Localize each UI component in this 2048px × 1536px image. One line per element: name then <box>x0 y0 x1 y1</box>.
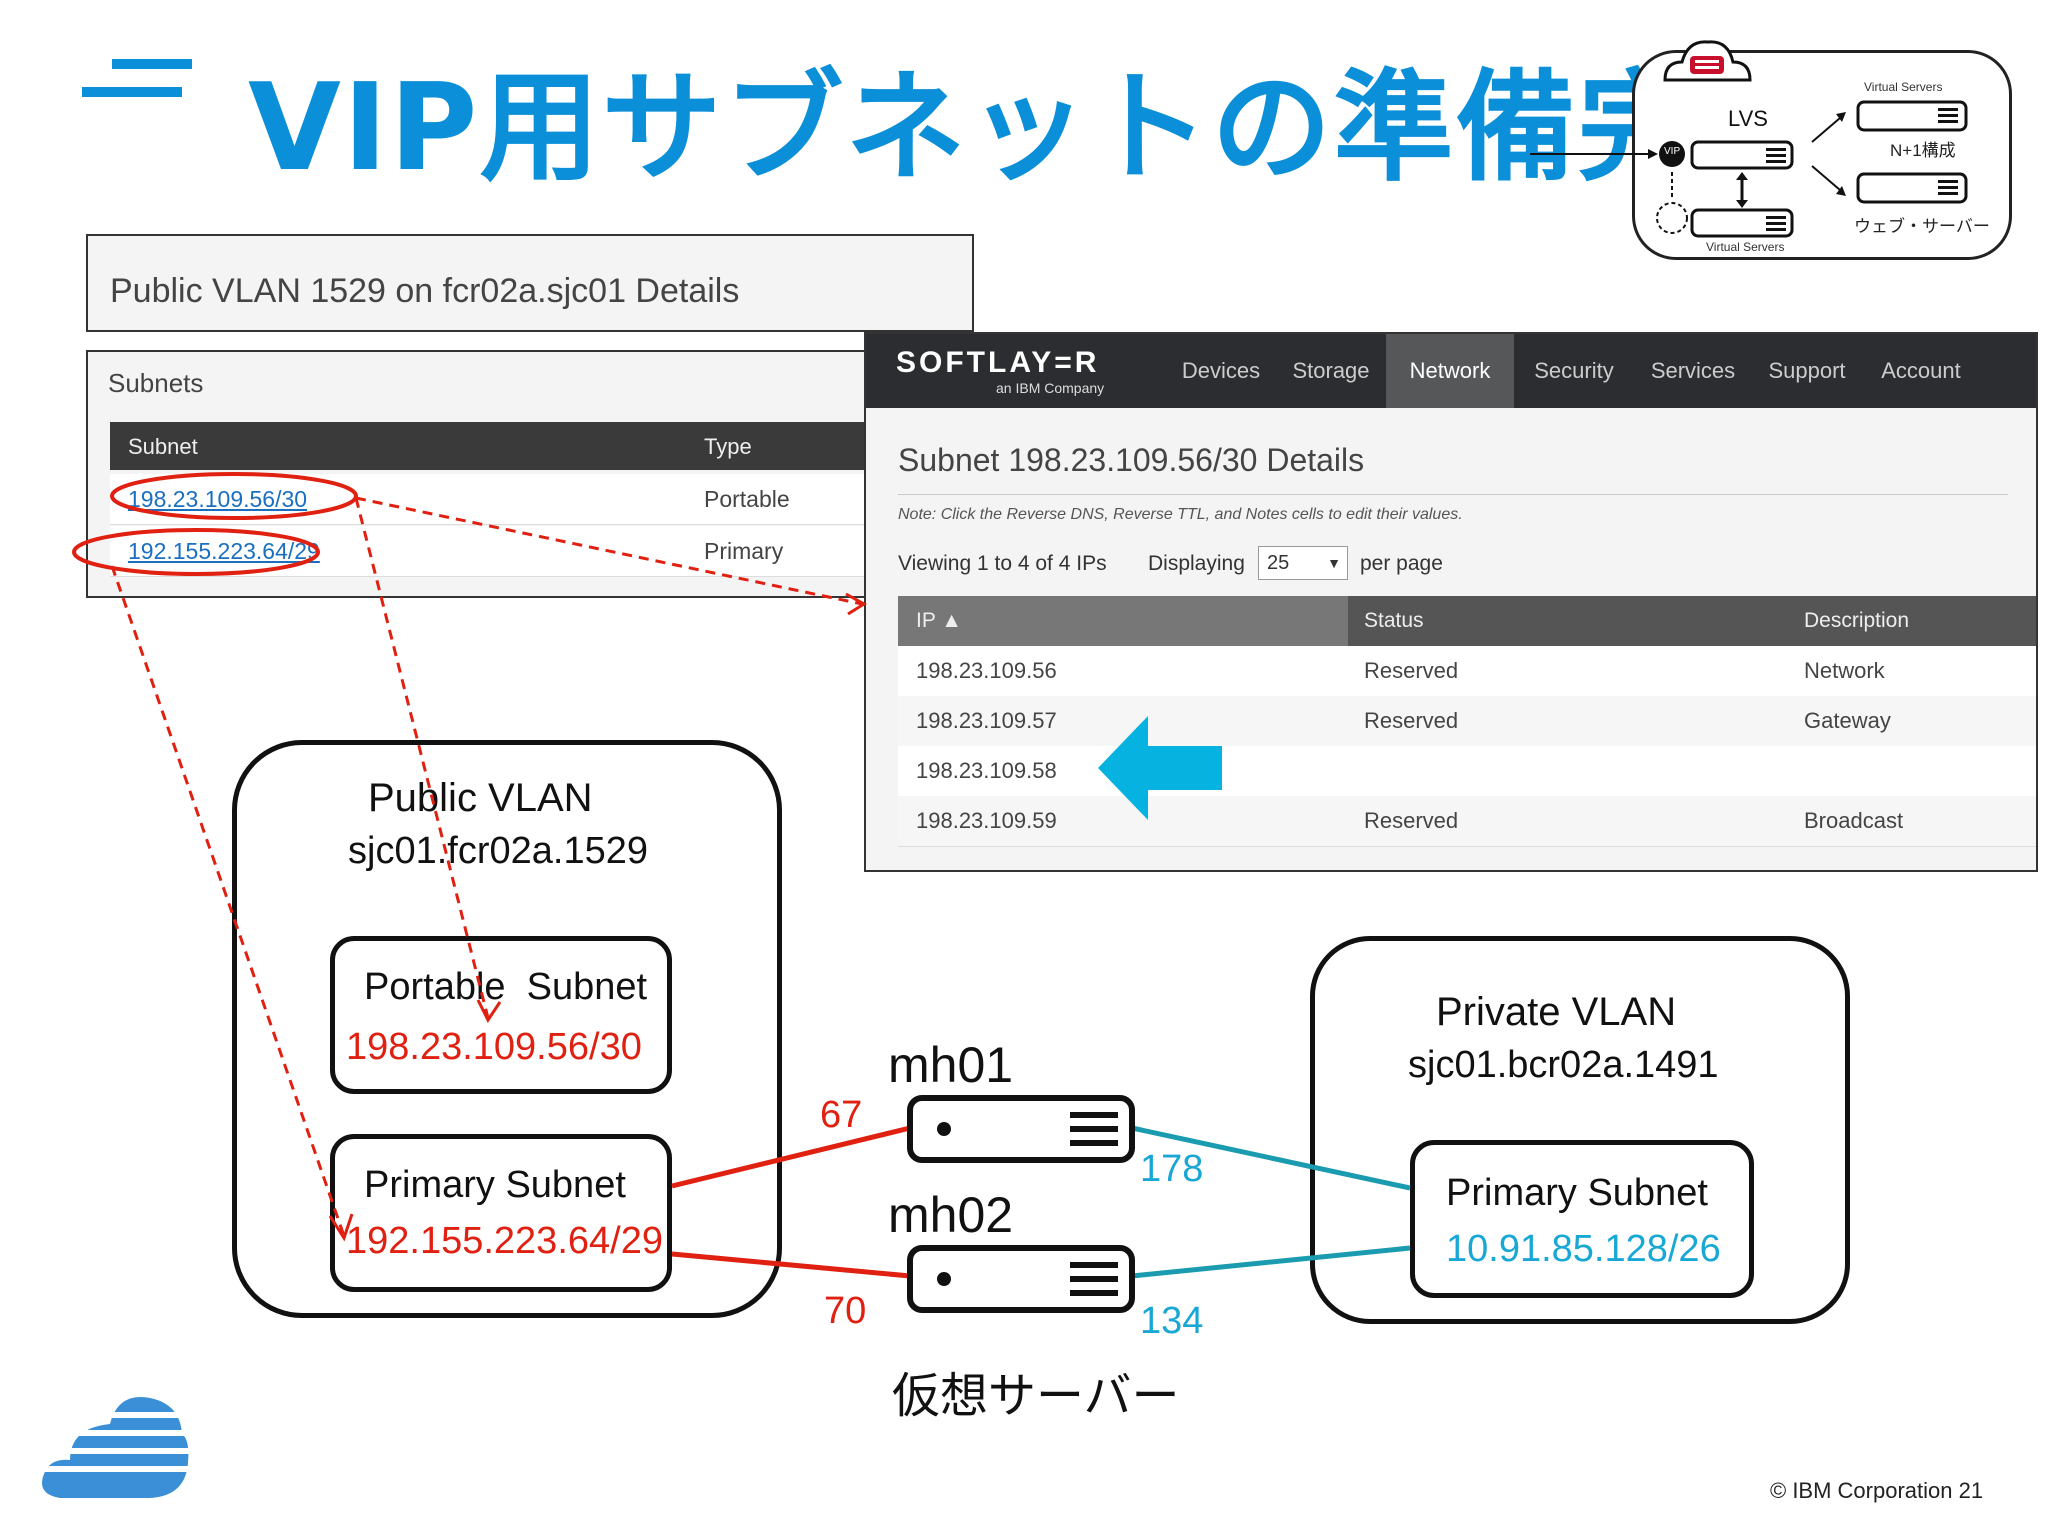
lvs-diagram-drawing <box>1530 40 1968 238</box>
ip-value[interactable]: 198.23.109.57 <box>916 708 1057 733</box>
nav-network[interactable]: Network <box>1386 334 1514 408</box>
highlight-ellipse <box>72 528 320 576</box>
private-vlan-name: sjc01.bcr02a.1491 <box>1408 1044 1719 1086</box>
displaying-label: Displaying <box>1148 552 1245 575</box>
private-primary-subnet-box <box>1410 1140 1754 1298</box>
ip-header-sorted-bg <box>898 596 1348 646</box>
mh01-public-ip-suffix: 67 <box>820 1094 863 1136</box>
dashed-arrow-to-primary <box>110 565 346 1237</box>
private-primary-subnet-value: 10.91.85.128/26 <box>1446 1228 1721 1270</box>
private-vlan-title: Private VLAN <box>1436 990 1677 1034</box>
highlight-ellipse <box>110 472 358 520</box>
server-mh01-label: mh01 <box>888 1037 1014 1093</box>
ip-value[interactable]: 198.23.109.56 <box>916 658 1057 683</box>
table-row: 198.23.109.59 Reserved Broadcast <box>898 796 2036 847</box>
portable-subnet-label: Portable Subnet <box>364 966 648 1008</box>
portable-subnet-value: 198.23.109.56/30 <box>346 1026 642 1068</box>
mh02-private-ip-suffix: 134 <box>1140 1300 1204 1342</box>
dashed-arrow-to-portable <box>354 497 490 1019</box>
dashed-arrow-to-details <box>355 496 863 606</box>
chevron-down-icon: ▼ <box>1327 555 1341 571</box>
vlan-details-title: Public VLAN 1529 on fcr02a.sjc01 Details <box>110 272 740 310</box>
page-title: VIP用サブネットの準備完了 <box>248 59 1822 198</box>
mh02-public-link <box>671 1251 911 1279</box>
subnet-type: Primary <box>704 538 784 564</box>
cloud-logo-icon <box>40 1397 190 1498</box>
per-page-value: 25 <box>1267 552 1290 574</box>
private-primary-subnet-label: Primary Subnet <box>1446 1172 1708 1214</box>
nav-storage[interactable]: Storage <box>1292 358 1370 383</box>
server-mh02-label: mh02 <box>888 1187 1014 1243</box>
ip-description[interactable]: Network <box>1804 658 1885 683</box>
ip-value[interactable]: 198.23.109.59 <box>916 808 1057 833</box>
primary-subnet-label: Primary Subnet <box>364 1164 626 1206</box>
column-description[interactable]: Description <box>1804 609 1910 632</box>
server-icon <box>907 1245 1135 1313</box>
mh01-private-link <box>1131 1125 1411 1191</box>
title-dash-icon <box>82 59 192 97</box>
vip-label: VIP <box>1664 146 1681 157</box>
viewing-count: Viewing 1 to 4 of 4 IPs <box>898 552 1107 575</box>
web-server-label: ウェブ・サーバー <box>1854 217 1990 236</box>
subnet-link[interactable]: 198.23.109.56/30 <box>128 486 308 512</box>
nav-devices[interactable]: Devices <box>1181 358 1261 383</box>
column-subnet[interactable]: Subnet <box>128 434 198 459</box>
softlayer-window: SOFTLAY=R an IBM Company Devices Storage… <box>864 332 2038 872</box>
public-vlan-name: sjc01.fcr02a.1529 <box>348 830 648 872</box>
table-row: 198.23.109.56 Reserved Network <box>898 646 2036 697</box>
per-page-label: per page <box>1360 552 1443 575</box>
virtual-servers-top-label: Virtual Servers <box>1864 80 1943 94</box>
virtual-servers-bottom-label: Virtual Servers <box>1706 240 1785 254</box>
table-row: 198.23.109.57 Reserved Gateway <box>898 696 2036 747</box>
ip-value[interactable]: 198.23.109.58 <box>916 758 1057 783</box>
subnet-heading: Subnet 198.23.109.56/30 Details <box>898 442 1365 478</box>
virtual-server-caption: 仮想サーバー <box>892 1370 1180 1423</box>
nav-services[interactable]: Services <box>1650 358 1736 383</box>
column-type[interactable]: Type <box>704 434 752 459</box>
divider <box>898 494 2008 495</box>
primary-subnet-box <box>330 1134 672 1292</box>
nav-support[interactable]: Support <box>1768 358 1846 383</box>
ip-description[interactable]: Gateway <box>1804 708 1891 733</box>
server-icon <box>907 1095 1135 1163</box>
primary-subnet-value: 192.155.223.64/29 <box>346 1220 663 1262</box>
footer-copyright: © IBM Corporation 21 <box>1770 1478 1984 1503</box>
nav-security[interactable]: Security <box>1534 358 1614 383</box>
column-status[interactable]: Status <box>1364 609 1424 632</box>
mh02-public-ip-suffix: 70 <box>824 1290 867 1332</box>
subnet-link[interactable]: 192.155.223.64/29 <box>128 538 320 564</box>
edit-note: Note: Click the Reverse DNS, Reverse TTL… <box>898 506 1463 523</box>
lvs-label: LVS <box>1728 106 1768 131</box>
mh01-public-link <box>671 1125 911 1189</box>
ip-status: Reserved <box>1364 708 1459 733</box>
column-ip[interactable]: IP ▲ <box>916 609 963 632</box>
pointer-arrow-icon <box>1098 716 1222 820</box>
ip-status: Reserved <box>1364 808 1459 833</box>
ip-table-header: IP ▲ Status Description <box>898 596 2036 646</box>
mh02-private-link <box>1131 1245 1411 1279</box>
public-vlan-title: Public VLAN <box>368 776 593 820</box>
n1-label: N+1構成 <box>1890 141 1956 160</box>
logo-subtitle: an IBM Company <box>996 380 1105 396</box>
portable-subnet-box <box>330 936 672 1094</box>
ip-description[interactable]: Broadcast <box>1804 808 1904 833</box>
mh01-private-ip-suffix: 178 <box>1140 1148 1204 1190</box>
nav-account[interactable]: Account <box>1881 358 1961 383</box>
subnet-type: Portable <box>704 486 790 512</box>
vlan-details-header <box>86 234 974 332</box>
subnets-heading: Subnets <box>108 368 204 398</box>
top-nav: SOFTLAY=R an IBM Company Devices Storage… <box>866 334 2036 408</box>
subnets-table-header: Subnet Type <box>110 422 970 470</box>
softlayer-logo[interactable]: SOFTLAY=R <box>896 346 1100 379</box>
ip-status: Reserved <box>1364 658 1459 683</box>
per-page-select[interactable]: 25 ▼ <box>1258 546 1348 580</box>
